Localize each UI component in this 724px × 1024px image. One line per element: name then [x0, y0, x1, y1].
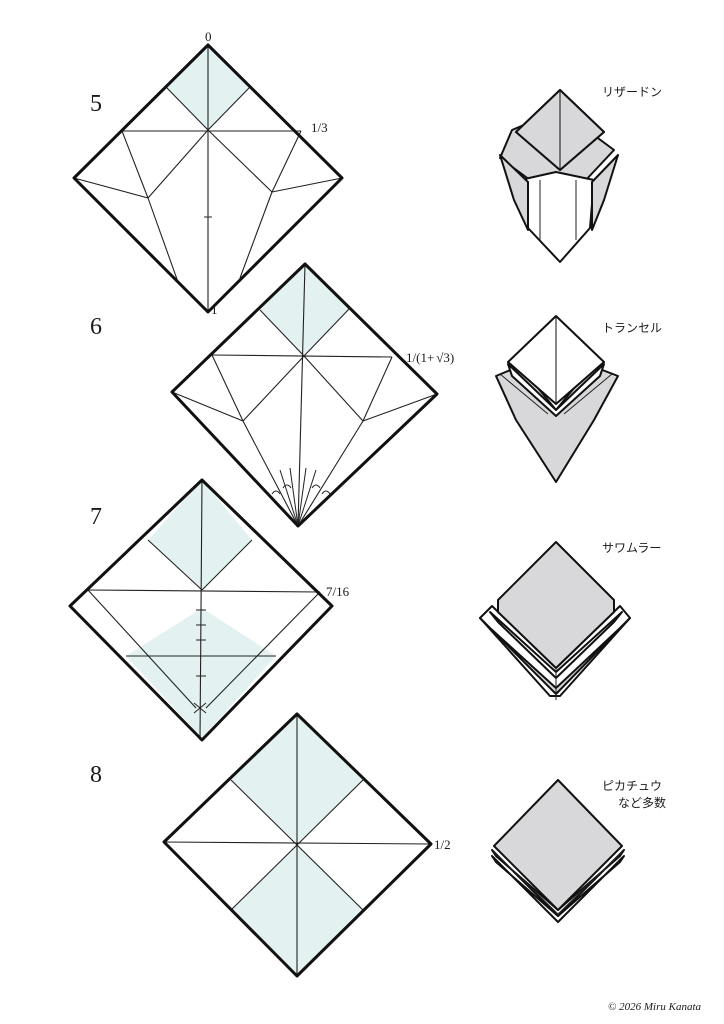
mark-top: 0: [205, 29, 212, 44]
crease-pattern: [72, 43, 344, 314]
step-number: 7: [90, 504, 102, 530]
step-number: 5: [90, 91, 102, 117]
model-figure: [499, 89, 619, 263]
paper-outline: [162, 712, 433, 978]
model-name: トランセル: [602, 321, 662, 335]
step-number: 6: [90, 314, 102, 340]
model-figure: [495, 315, 619, 483]
copyright-notice: © 2026 Miru Kanata: [608, 1001, 702, 1013]
paper-outline: [72, 43, 344, 314]
step-number: 8: [90, 762, 102, 788]
crease-pattern: [170, 262, 439, 528]
step-8: 8 1/2 ピカチュウ など多数: [90, 712, 666, 978]
paper-outline: [170, 262, 439, 528]
step-7: 7 7/16 サワム: [68, 478, 661, 742]
model-figure: [491, 779, 625, 923]
crease-pattern: [162, 712, 433, 978]
model-name-line-1: ピカチュウ: [602, 779, 662, 793]
paper-outline: [68, 478, 334, 742]
model-name: リザードン: [602, 85, 662, 99]
mark-right: 7/16: [326, 584, 350, 599]
model-figure: [479, 541, 631, 700]
model-name-line-2: など多数: [618, 795, 666, 810]
step-5: 5 0 1/3 1: [72, 29, 662, 317]
step-6: 6 1/(1+√3): [90, 262, 662, 528]
mark-bottom: 1: [211, 302, 218, 317]
tinted-region: [148, 480, 252, 590]
crease-pattern: [68, 478, 334, 742]
model-name: サワムラー: [602, 541, 661, 555]
mark-right: 1/3: [311, 120, 328, 135]
mark-right: 1/2: [434, 837, 451, 852]
mark-right: 1/(1+√3): [406, 350, 454, 365]
